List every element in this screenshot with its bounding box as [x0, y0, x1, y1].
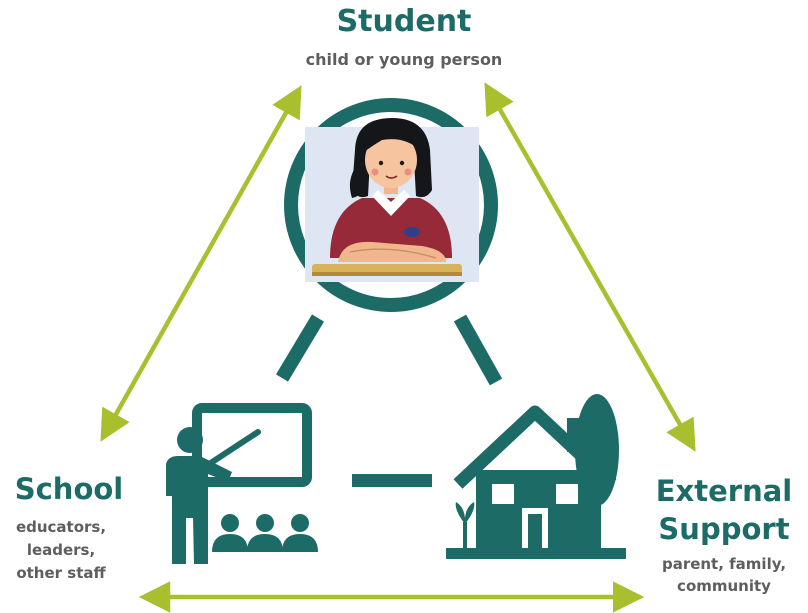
house-icon: [446, 394, 626, 559]
student-title: Student: [336, 4, 472, 39]
student-subtitle: child or young person: [305, 50, 503, 69]
school-subtitle-line: other staff: [16, 564, 106, 582]
external-title-line: Support: [658, 512, 790, 546]
connector-student-external: [453, 314, 503, 386]
external-subtitle-line: parent, family,: [661, 555, 787, 573]
connector-school-external: [352, 474, 432, 487]
school-subtitle-line: leaders,: [26, 541, 96, 559]
external-support-subtitle: parent, family, community: [640, 553, 808, 597]
teacher-icon: [166, 403, 318, 564]
school-title: School: [14, 472, 124, 506]
student-ring: [284, 98, 498, 312]
external-support-title: External Support: [640, 472, 808, 548]
external-subtitle-line: community: [677, 577, 771, 595]
arrow-student-external: [484, 82, 696, 452]
school-subtitle-line: educators,: [15, 518, 107, 536]
arrow-student-school: [100, 85, 302, 442]
student-photo: [305, 118, 479, 282]
connector-student-school: [275, 314, 325, 382]
school-subtitle: educators, leaders, other staff: [0, 516, 122, 585]
external-title-line: External: [655, 474, 793, 508]
